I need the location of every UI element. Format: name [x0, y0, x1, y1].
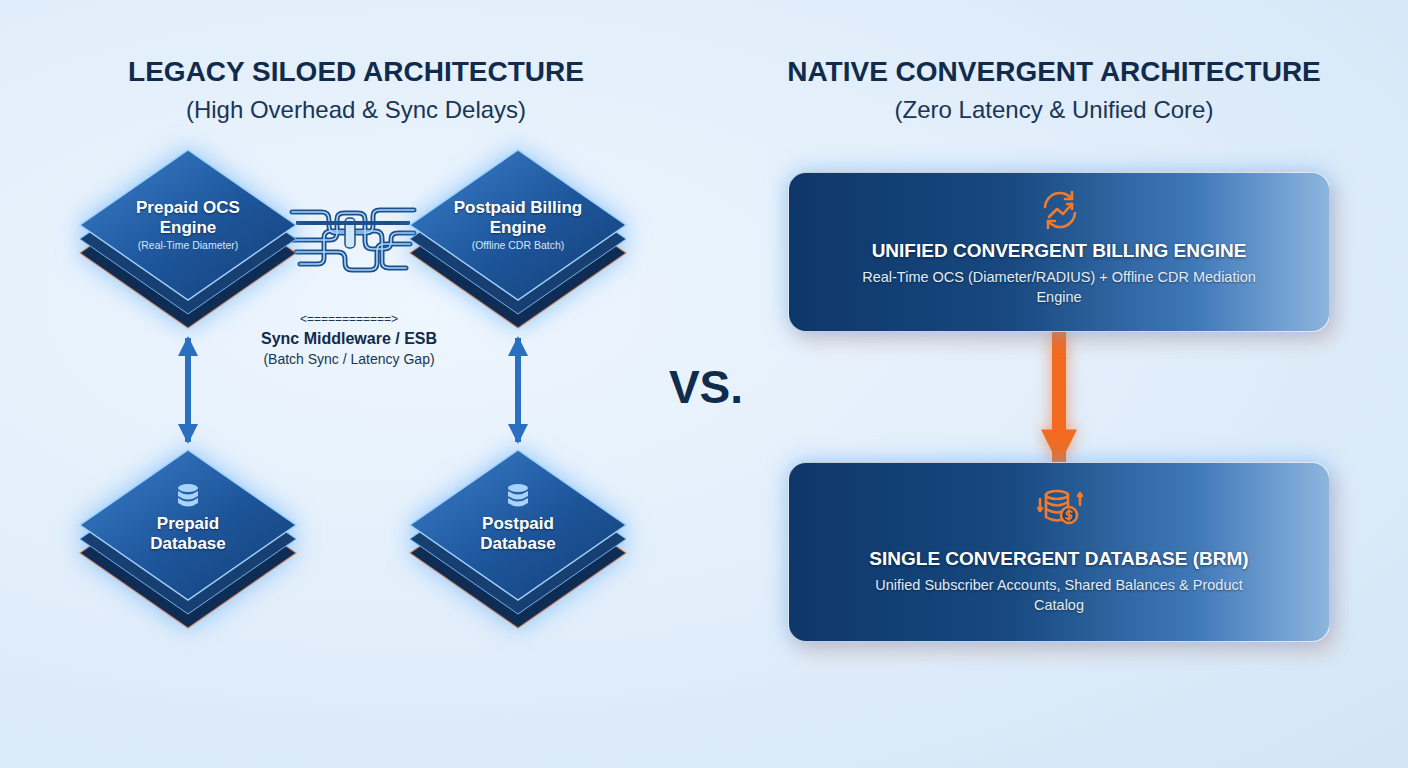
process-box: UNIFIED CONVERGENT BILLING ENGINE Real-Ti…	[788, 172, 1330, 332]
versus-mark: VS.	[669, 360, 743, 414]
node-subtitle: Unified Subscriber Accounts, Shared Bala…	[849, 575, 1269, 615]
node-subtitle: Real-Time OCS (Diameter/RADIUS) + Offlin…	[849, 267, 1269, 307]
section-title: LEGACY SILOED ARCHITECTURE	[128, 56, 584, 88]
isometric-node: Prepaid OCS Engine(Real-Time Diameter)	[80, 150, 296, 330]
node-title: UNIFIED CONVERGENT BILLING ENGINE	[809, 239, 1309, 263]
section-subtitle: (Zero Latency & Unified Core)	[895, 96, 1214, 124]
middleware-label: Sync Middleware / ESB	[261, 330, 437, 348]
isometric-node: Prepaid Database	[80, 450, 296, 630]
database-icon	[174, 482, 202, 510]
sync-connector	[296, 221, 410, 225]
isometric-node: Postpaid Billing Engine(Offline CDR Batc…	[410, 150, 626, 330]
node-title: Postpaid Database	[448, 514, 588, 554]
isometric-node: Postpaid Database	[410, 450, 626, 630]
database-icon	[504, 482, 532, 510]
section-title: NATIVE CONVERGENT ARCHITECTURE	[787, 56, 1321, 88]
node-text-group: UNIFIED CONVERGENT BILLING ENGINE Real-Ti…	[809, 239, 1309, 307]
process-box: SINGLE CONVERGENT DATABASE (BRM) Unified …	[788, 462, 1330, 642]
node-text-group: Postpaid Database	[448, 514, 588, 554]
node-subtitle: (Offline CDR Batch)	[448, 239, 588, 252]
node-title: Prepaid Database	[118, 514, 258, 554]
data-link-arrow	[515, 338, 521, 442]
node-text-group: Prepaid Database	[118, 514, 258, 554]
node-text-group: Postpaid Billing Engine(Offline CDR Batc…	[448, 198, 588, 252]
sync-chart-icon	[1037, 187, 1083, 233]
data-link-arrow	[185, 338, 191, 442]
database-coin-icon	[1037, 485, 1083, 531]
node-title: Prepaid OCS Engine	[118, 198, 258, 238]
node-title: SINGLE CONVERGENT DATABASE (BRM)	[809, 547, 1309, 571]
sync-arrow-text: <============>	[300, 312, 398, 326]
flow-arrow	[1052, 332, 1066, 462]
node-subtitle: (Real-Time Diameter)	[118, 239, 258, 252]
node-text-group: Prepaid OCS Engine(Real-Time Diameter)	[118, 198, 258, 252]
section-subtitle: (High Overhead & Sync Delays)	[186, 96, 526, 124]
node-text-group: SINGLE CONVERGENT DATABASE (BRM) Unified …	[809, 547, 1309, 615]
middleware-note: (Batch Sync / Latency Gap)	[263, 351, 434, 367]
node-title: Postpaid Billing Engine	[448, 198, 588, 238]
